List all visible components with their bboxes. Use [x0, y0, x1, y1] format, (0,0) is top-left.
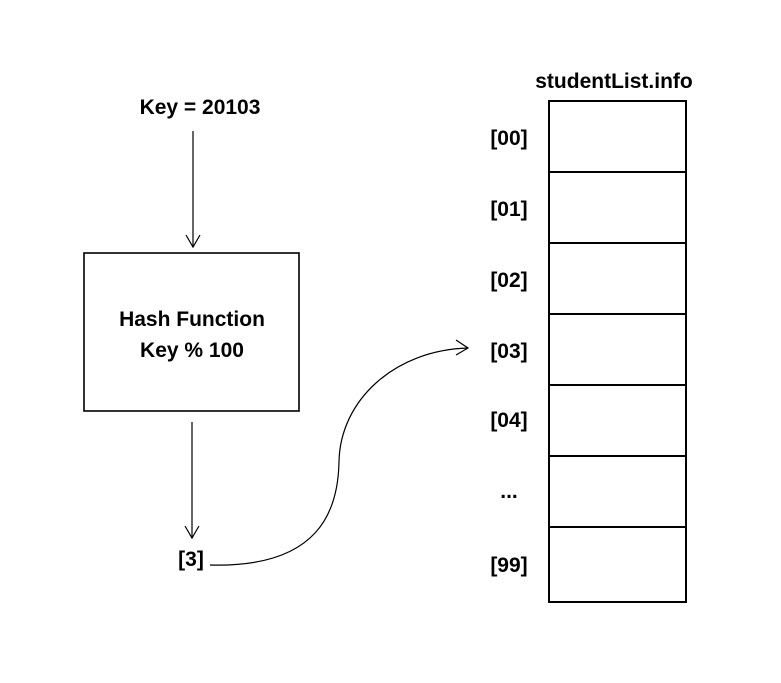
table-slot-04 — [548, 384, 687, 457]
input-key-label: Key = 20103 — [140, 96, 261, 119]
table-slot-99 — [548, 526, 687, 603]
table-title: studentList.info — [535, 70, 692, 93]
hash-result-label: [3] — [178, 548, 204, 571]
table-slot-ellipsis — [548, 455, 687, 528]
slot-index-01: [01] — [490, 198, 527, 221]
slot-index-00: [00] — [490, 127, 527, 150]
hash-function-formula: Key % 100 — [140, 339, 244, 362]
slot-index-ellipsis: ... — [500, 480, 518, 503]
table-slot-03 — [548, 313, 687, 386]
hash-table — [548, 100, 687, 603]
slot-index-03: [03] — [490, 340, 527, 363]
table-slot-02 — [548, 242, 687, 315]
hash-function-box — [83, 252, 300, 412]
table-slot-00 — [548, 100, 687, 173]
arrow-result-to-slot — [209, 339, 470, 566]
arrow-key-to-hash — [185, 131, 201, 249]
arrow-hash-to-result — [184, 422, 200, 540]
slot-index-02: [02] — [490, 269, 527, 292]
table-slot-01 — [548, 171, 687, 244]
slot-index-04: [04] — [490, 409, 527, 432]
slot-index-99: [99] — [490, 554, 527, 577]
hash-function-title: Hash Function — [119, 308, 265, 331]
